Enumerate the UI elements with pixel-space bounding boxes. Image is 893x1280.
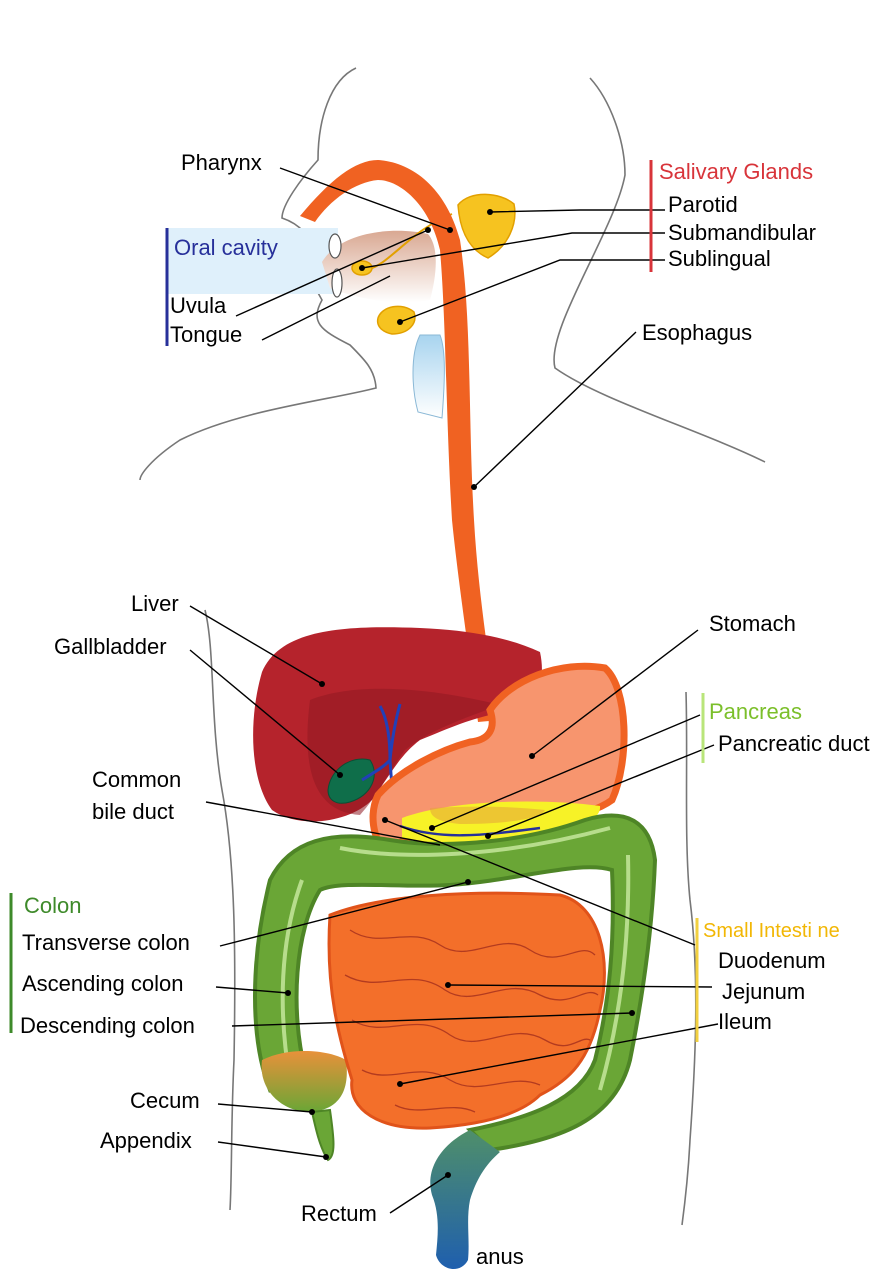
label-uvula: Uvula bbox=[170, 293, 227, 318]
appendix bbox=[310, 1108, 335, 1162]
descending-colon-highlight bbox=[598, 854, 631, 1091]
small-intestine-header: Small Intesti ne bbox=[703, 920, 840, 942]
label-sublingual: Sublingual bbox=[668, 246, 771, 271]
small-intestine bbox=[327, 891, 606, 1130]
label-ileum: Ileum bbox=[718, 1009, 772, 1034]
label-appendix: Appendix bbox=[100, 1128, 192, 1153]
label-pharynx: Pharynx bbox=[181, 150, 262, 175]
label-common-bile-duct-line2: bile duct bbox=[92, 799, 174, 824]
cecum bbox=[261, 1050, 347, 1112]
leader-dots bbox=[285, 209, 635, 1178]
leader-lines bbox=[189, 167, 719, 1214]
pancreas-header: Pancreas bbox=[709, 699, 802, 724]
gallbladder bbox=[327, 758, 375, 804]
salivary-glands-header: Salivary Glands bbox=[659, 159, 813, 184]
label-anus: anus bbox=[476, 1244, 524, 1269]
colon-highlight bbox=[339, 826, 611, 857]
pancreas-head bbox=[430, 806, 545, 824]
label-submandibular: Submandibular bbox=[668, 220, 816, 245]
label-transverse-colon: Transverse colon bbox=[22, 930, 190, 955]
label-ascending-colon: Ascending colon bbox=[22, 971, 183, 996]
label-cecum: Cecum bbox=[130, 1088, 200, 1113]
lower-lip bbox=[331, 268, 343, 298]
label-parotid: Parotid bbox=[668, 192, 738, 217]
oral-cavity-header: Oral cavity bbox=[174, 235, 278, 260]
body-outline bbox=[139, 67, 766, 1226]
submandibular-gland bbox=[376, 305, 416, 335]
label-esophagus: Esophagus bbox=[642, 320, 752, 345]
salivary-glands bbox=[351, 193, 516, 335]
pancreatic-duct bbox=[399, 824, 541, 837]
label-gallbladder: Gallbladder bbox=[54, 634, 167, 659]
label-descending-colon: Descending colon bbox=[20, 1013, 195, 1038]
parotid-gland bbox=[457, 193, 516, 259]
colon bbox=[253, 813, 658, 1153]
label-tongue: Tongue bbox=[170, 322, 242, 347]
colon-header: Colon bbox=[24, 893, 81, 918]
tongue bbox=[322, 230, 436, 303]
label-liver: Liver bbox=[131, 591, 179, 616]
label-common-bile-duct-line1: Common bbox=[92, 767, 181, 792]
label-rectum: Rectum bbox=[301, 1201, 377, 1226]
label-duodenum: Duodenum bbox=[718, 948, 826, 973]
label-pancreatic-duct: Pancreatic duct bbox=[718, 731, 870, 756]
upper-lip bbox=[328, 233, 342, 259]
label-stomach: Stomach bbox=[709, 611, 796, 636]
trachea bbox=[412, 334, 445, 419]
label-jejunum: Jejunum bbox=[722, 979, 805, 1004]
rectum bbox=[430, 1130, 500, 1270]
esophagus bbox=[300, 160, 500, 722]
small-intestine-folds bbox=[344, 929, 599, 1113]
